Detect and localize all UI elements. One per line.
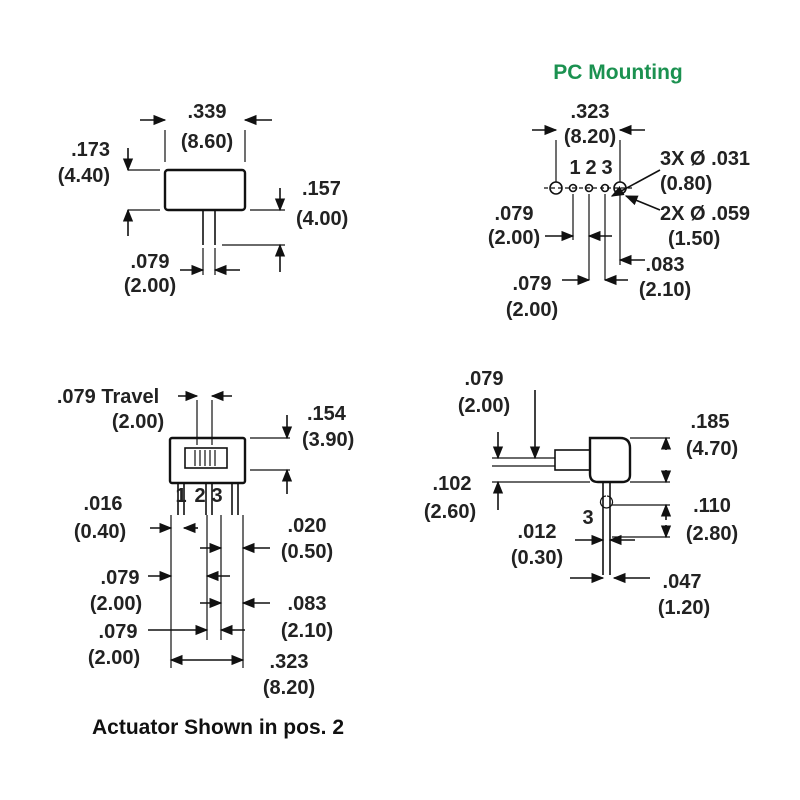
dim-width-in: .339 xyxy=(188,101,227,123)
switch-body-side xyxy=(588,436,632,484)
actuator-ribs xyxy=(194,450,216,466)
pin-thickness-in: .016 xyxy=(84,493,123,515)
pc-pin-label-2: 2 xyxy=(585,157,596,179)
front-view: .079 Travel (2.00) .154 (3.90) 1 2 3 .01… xyxy=(57,386,354,739)
travel-mm: (2.00) xyxy=(112,411,164,433)
pc-offset-in: .083 xyxy=(646,254,685,276)
pin-thickness-mm: (0.40) xyxy=(74,521,126,543)
front-pin-label-2: 2 xyxy=(194,485,205,507)
front-pitch-a-in: .079 xyxy=(101,567,140,589)
hole-large-mm: (1.50) xyxy=(668,228,720,250)
front-height-in: .154 xyxy=(307,403,347,425)
front-terminals xyxy=(177,483,239,515)
side-actuator-offset-mm: (2.60) xyxy=(424,501,476,523)
pin-hole-2 xyxy=(584,183,594,193)
side-pin-thickness-in: .012 xyxy=(518,521,557,543)
hole-large-in: 2X Ø .059 xyxy=(660,203,750,225)
front-pin-width-in: .020 xyxy=(288,515,327,537)
pc-pitch-a-mm: (2.00) xyxy=(488,227,540,249)
front-pitch-b-mm: (2.00) xyxy=(88,647,140,669)
hole-small-in: 3X Ø .031 xyxy=(660,148,750,170)
front-pitch-b-in: .079 xyxy=(99,621,138,643)
front-span-mm: (8.20) xyxy=(263,677,315,699)
side-pin-length-mm: (2.80) xyxy=(686,523,738,545)
side-pin-width-mm: (1.20) xyxy=(658,597,710,619)
pc-mounting-title: PC Mounting xyxy=(553,61,682,84)
pin-hole-1 xyxy=(568,183,578,193)
front-height-mm: (3.90) xyxy=(302,429,354,451)
terminal-stub xyxy=(202,210,216,245)
side-actuator-offset-in: .102 xyxy=(433,473,472,495)
actuator-side xyxy=(554,449,591,471)
pc-pitch-a-in: .079 xyxy=(495,203,534,225)
travel-in: .079 Travel xyxy=(57,386,159,408)
side-body-h-in: .185 xyxy=(691,411,730,433)
pc-pin-label-3: 3 xyxy=(601,157,612,179)
side-actuator-h-mm: (2.00) xyxy=(458,395,510,417)
side-pin-thickness-mm: (0.30) xyxy=(511,547,563,569)
actuator-slider xyxy=(184,447,228,469)
pc-mounting-view: PC Mounting .323 (8.20) 1 2 3 3X Ø .031 … xyxy=(488,61,750,321)
top-view: .339 (8.60) .173 (4.40) .157 (4.00) .079… xyxy=(58,101,349,297)
front-pin-width-mm: (0.50) xyxy=(281,541,333,563)
front-pin-label-3: 3 xyxy=(211,485,222,507)
pc-span-mm: (8.20) xyxy=(564,126,616,148)
side-pin-label: 3 xyxy=(582,507,593,529)
actuator-caption: Actuator Shown in pos. 2 xyxy=(92,716,344,739)
pc-pin-label-1: 1 xyxy=(569,157,580,179)
side-body-h-mm: (4.70) xyxy=(686,438,738,460)
front-pin-label-1: 1 xyxy=(175,485,186,507)
switch-body-top xyxy=(163,168,247,212)
side-actuator-h-in: .079 xyxy=(465,368,504,390)
dim-pin-width-mm: (2.00) xyxy=(124,275,176,297)
dim-width-mm: (8.60) xyxy=(181,131,233,153)
dim-height-mm: (4.40) xyxy=(58,165,110,187)
pc-pitch-b-mm: (2.00) xyxy=(506,299,558,321)
pc-span-in: .323 xyxy=(571,101,610,123)
hole-small-mm: (0.80) xyxy=(660,173,712,195)
front-offset-in: .083 xyxy=(288,593,327,615)
pc-pitch-b-in: .079 xyxy=(513,273,552,295)
dim-pin-length-mm: (4.00) xyxy=(296,208,348,230)
dim-pin-length-in: .157 xyxy=(302,178,341,200)
side-pin-width-in: .047 xyxy=(663,571,702,593)
front-offset-mm: (2.10) xyxy=(281,620,333,642)
front-span-in: .323 xyxy=(270,651,309,673)
side-pin-length-in: .110 xyxy=(693,495,731,517)
front-pitch-a-mm: (2.00) xyxy=(90,593,142,615)
pc-offset-mm: (2.10) xyxy=(639,279,691,301)
switch-body-front xyxy=(168,436,247,485)
dim-pin-width-in: .079 xyxy=(131,251,170,273)
side-view: .079 (2.00) .185 (4.70) .102 (2.60) 3 .1… xyxy=(424,368,738,619)
dim-height-in: .173 xyxy=(71,139,110,161)
